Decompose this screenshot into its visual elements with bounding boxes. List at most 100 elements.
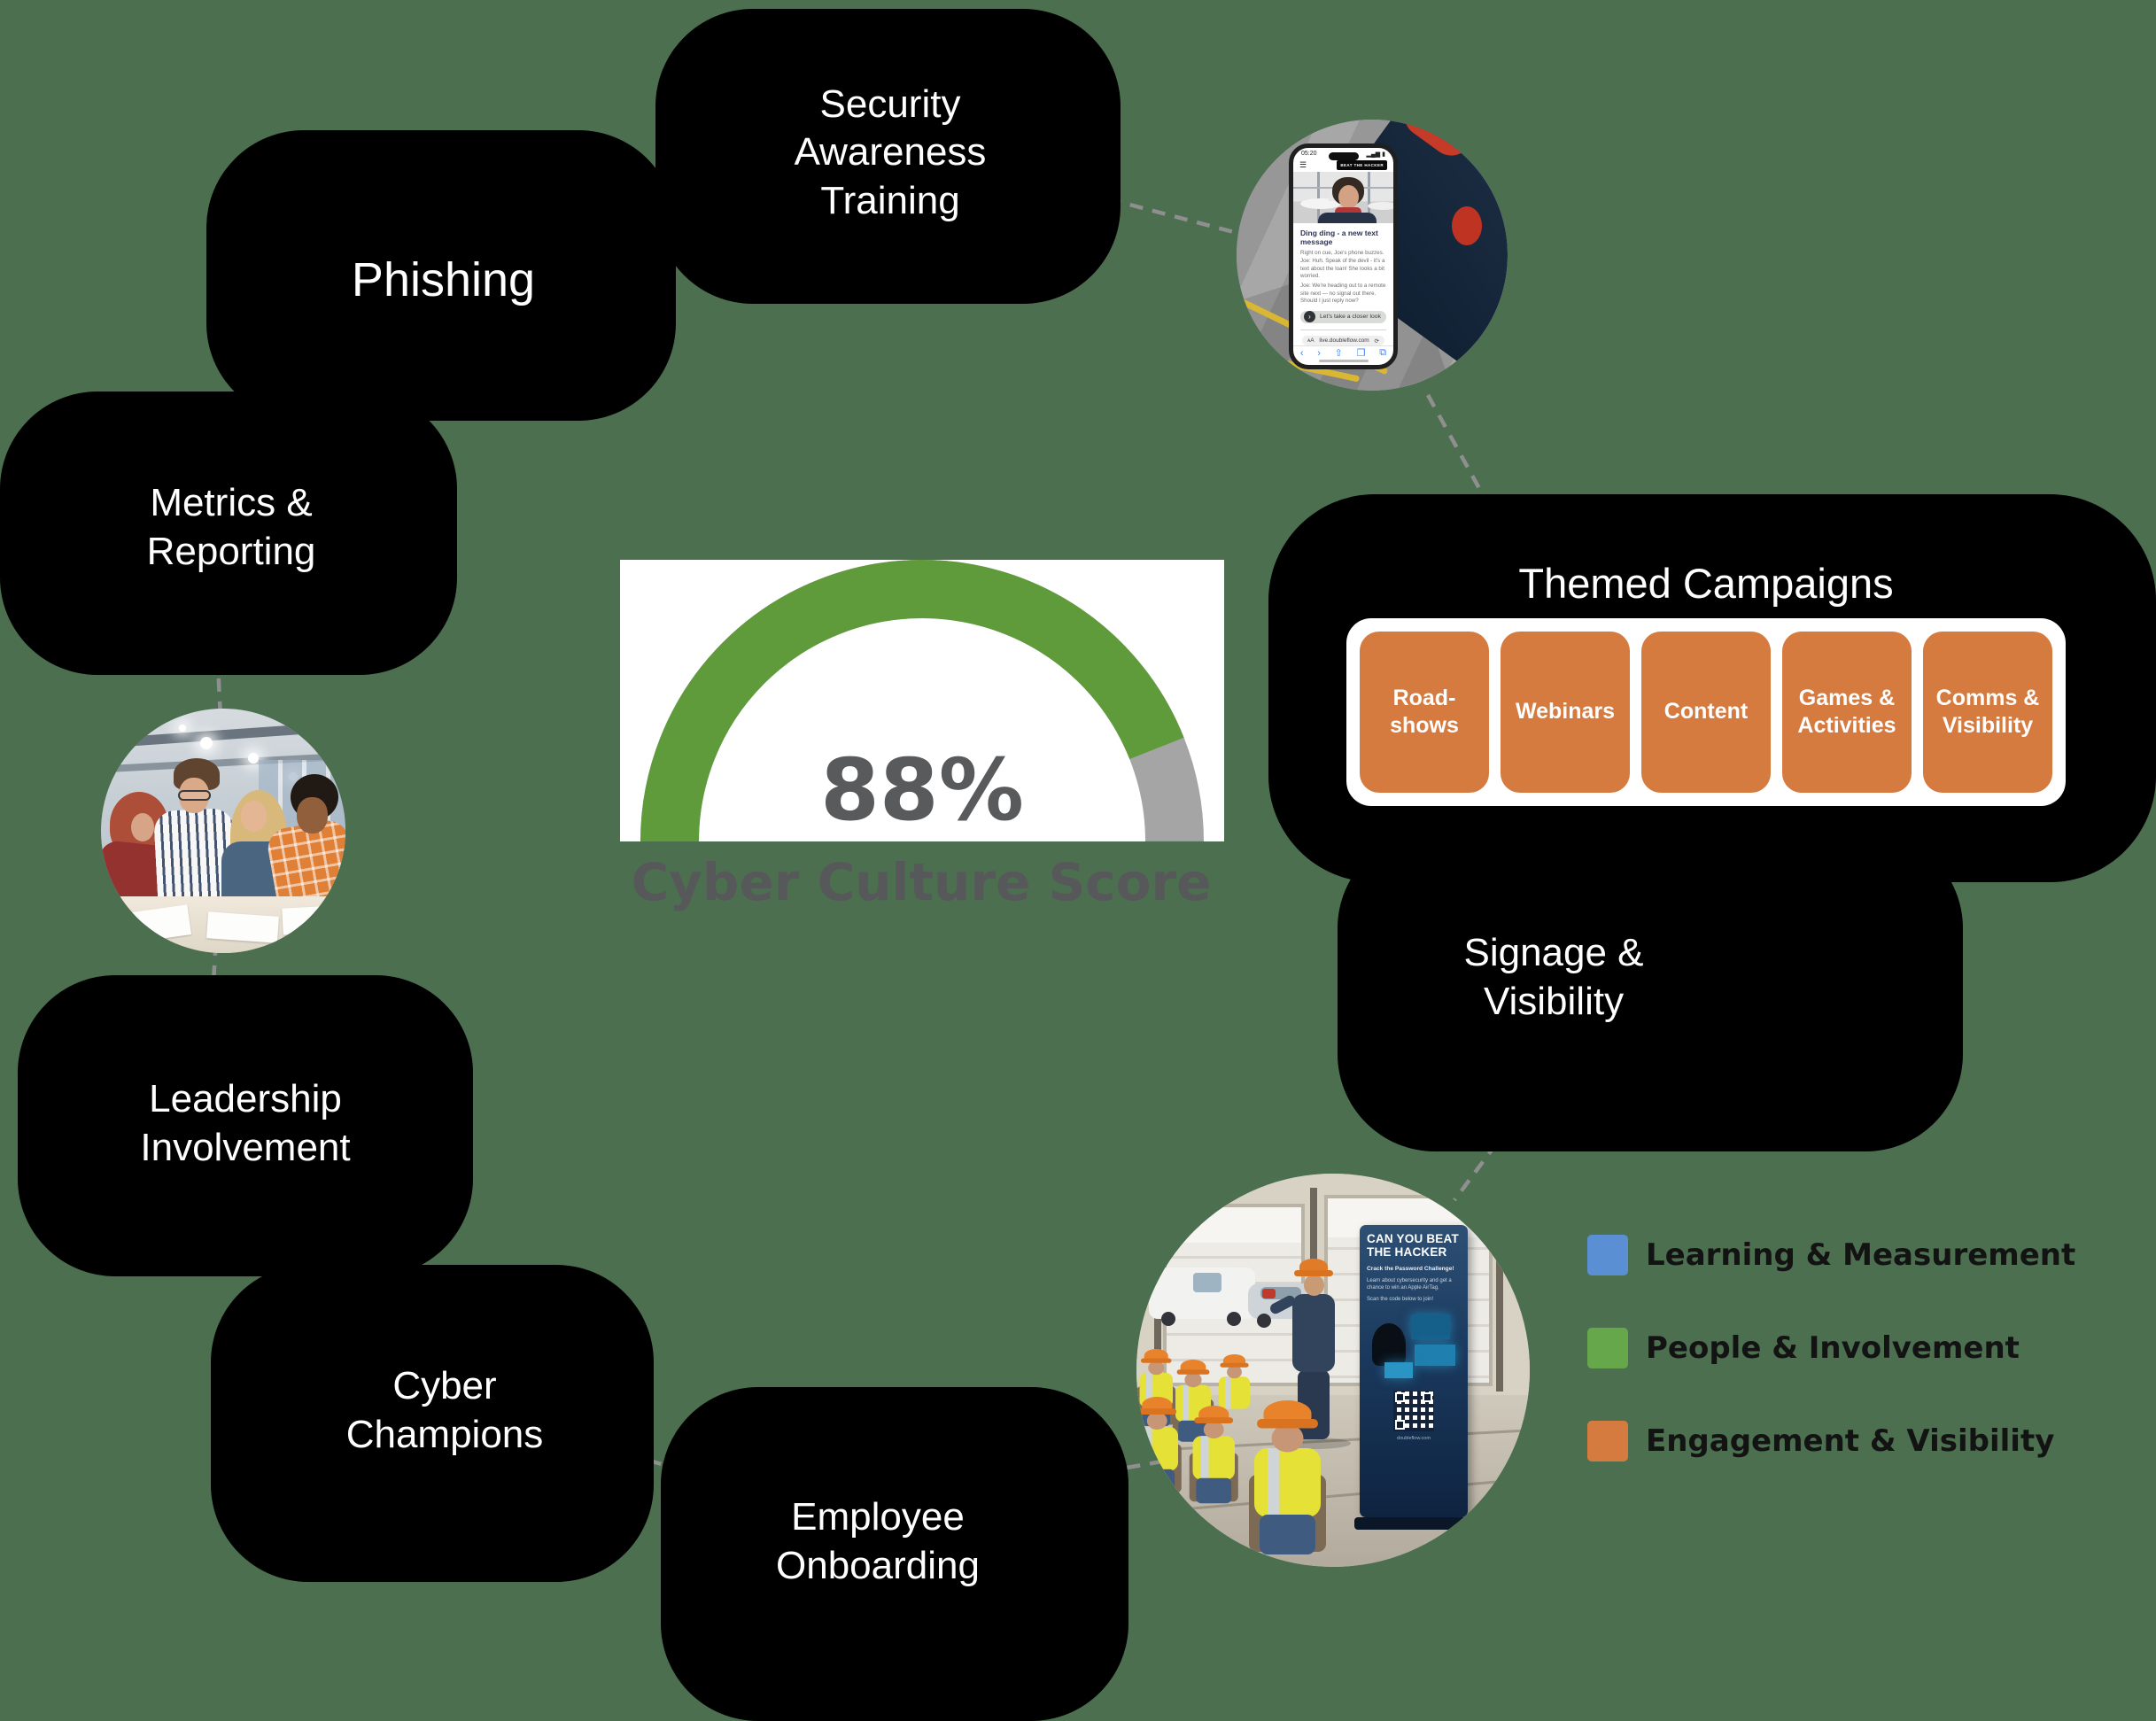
chevron-right-icon: › xyxy=(1304,311,1315,323)
tabs-icon[interactable]: ⧉ xyxy=(1379,347,1387,359)
gauge-arc xyxy=(640,560,1204,841)
hard-hat-brim xyxy=(1257,1419,1318,1429)
reload-icon: ⟳ xyxy=(1374,337,1379,345)
node-leadership-involvement: Leadership Involvement xyxy=(18,975,473,1276)
beat-the-hacker-banner: CAN YOU BEAT THE HACKER Crack the Passwo… xyxy=(1360,1225,1468,1517)
photo-phone-phishing-simulation: 05:20 ▂▄▆ ▮ ☰ BEAT THE HACKER Ding ding … xyxy=(1237,120,1508,391)
banner-subtitle: Crack the Password Challenge! xyxy=(1367,1266,1454,1273)
legend-swatch-green xyxy=(1587,1328,1628,1368)
person-2-glasses xyxy=(178,790,211,801)
paper-sheet xyxy=(282,905,337,935)
ceiling-light xyxy=(200,737,213,749)
monitor xyxy=(1411,1314,1450,1340)
worker-legs xyxy=(1139,1469,1175,1495)
seated-worker xyxy=(1213,1354,1256,1429)
hi-vis-vest xyxy=(1219,1376,1250,1409)
presenter-handheld xyxy=(1262,1289,1276,1299)
back-icon[interactable]: ‹ xyxy=(1299,347,1304,359)
themed-item-label: Comms & Visibility xyxy=(1935,685,2040,738)
phone-status-bar: 05:20 ▂▄▆ ▮ xyxy=(1293,148,1393,158)
person-1-face xyxy=(131,813,154,841)
legend-swatch-blue xyxy=(1587,1235,1628,1275)
phone-time: 05:20 xyxy=(1301,151,1317,157)
door-track xyxy=(1496,1186,1503,1392)
truck-window xyxy=(1193,1273,1221,1292)
qr-code xyxy=(1393,1391,1434,1432)
phone-toolbar: ☰ BEAT THE HACKER xyxy=(1293,158,1393,172)
legend-item-engagement-visibility: Engagement & Visibility xyxy=(1587,1421,2054,1461)
forward-icon[interactable]: › xyxy=(1317,347,1321,359)
closer-look-label: Let's take a closer look xyxy=(1320,314,1381,321)
phone-paragraph-1: Right on cue, Joe's phone buzzes. Joe: H… xyxy=(1300,250,1385,280)
hacker-hood-silhouette xyxy=(1372,1323,1406,1367)
node-label: Leadership Involvement xyxy=(140,1077,351,1169)
node-themed-campaigns: Themed Campaigns Road-shows Webinars Con… xyxy=(1268,494,2156,882)
bookmarks-icon[interactable]: ❒ xyxy=(1356,348,1366,360)
airplane-silhouette xyxy=(1368,202,1393,210)
banner-title: CAN YOU BEAT THE HACKER xyxy=(1367,1232,1459,1259)
node-label: Employee Onboarding xyxy=(776,1495,980,1587)
worker-head xyxy=(1148,1361,1165,1376)
hard-hat-brim xyxy=(1294,1270,1333,1276)
vest-stripe xyxy=(1201,1436,1209,1480)
woman-blazer xyxy=(1318,213,1377,224)
vest-stripe xyxy=(1183,1384,1190,1423)
node-metrics-reporting: Metrics & Reporting xyxy=(0,391,457,675)
node-label: Metrics & Reporting xyxy=(146,481,316,573)
node-label: Security Awareness Training xyxy=(794,81,987,222)
wheel xyxy=(1257,1314,1271,1328)
themed-item-webinars: Webinars xyxy=(1501,632,1630,793)
phone-notch xyxy=(1328,152,1359,160)
home-indicator xyxy=(1318,360,1369,362)
hi-vis-vest xyxy=(1136,1427,1178,1471)
wheel xyxy=(1227,1312,1241,1326)
phone-headline: Ding ding - a new text message xyxy=(1300,229,1378,247)
vest-stripe xyxy=(1144,1427,1152,1471)
node-label: Cyber Champions xyxy=(345,1364,544,1456)
worker-legs xyxy=(1196,1477,1232,1504)
themed-item-label: Games & Activities xyxy=(1797,685,1896,738)
browser-address-bar[interactable]: ᴀA live.doubleflow.com ⟳ xyxy=(1302,335,1384,346)
worker-head xyxy=(1203,1421,1224,1439)
banner-footer-url: doubleflow.com xyxy=(1397,1436,1431,1442)
legend-swatch-orange xyxy=(1587,1421,1628,1461)
beat-the-hacker-badge: BEAT THE HACKER xyxy=(1337,160,1387,170)
photo-team-collaboration xyxy=(101,709,345,953)
closer-look-button[interactable]: › Let's take a closer look xyxy=(1300,310,1386,323)
node-employee-onboarding: Employee Onboarding xyxy=(661,1387,1128,1721)
woman-face xyxy=(1338,185,1359,209)
phone-hero-photo xyxy=(1293,172,1393,224)
seated-worker xyxy=(1184,1406,1244,1507)
share-icon[interactable]: ⇧ xyxy=(1334,348,1343,360)
themed-item-label: Content xyxy=(1664,699,1749,725)
banner-scan-text: Scan the code below to join! xyxy=(1367,1297,1434,1303)
themed-item-content: Content xyxy=(1641,632,1771,793)
banner-stand xyxy=(1354,1517,1473,1530)
legend-item-learning-measurement: Learning & Measurement xyxy=(1587,1235,2075,1275)
legend-label: Engagement & Visibility xyxy=(1646,1423,2055,1459)
gauge-caption: Cyber Culture Score xyxy=(631,852,1212,912)
presenter-face xyxy=(1304,1275,1324,1296)
worker-head xyxy=(1271,1424,1304,1453)
menu-icon: ☰ xyxy=(1299,160,1307,169)
hacker-illustration xyxy=(1367,1307,1461,1384)
themed-item-games-activities: Games & Activities xyxy=(1782,632,1912,793)
worker-head xyxy=(1227,1365,1242,1379)
node-label: Signage & Visibility xyxy=(1463,931,1644,1023)
themed-item-roadshows: Road-shows xyxy=(1360,632,1489,793)
worker-legs xyxy=(1260,1515,1315,1554)
monitor xyxy=(1384,1362,1413,1379)
themed-item-comms-visibility: Comms & Visibility xyxy=(1923,632,2052,793)
cyber-culture-score-gauge: 88% xyxy=(620,560,1224,841)
wheel xyxy=(1161,1312,1175,1326)
divider xyxy=(1300,329,1386,330)
ceiling-light xyxy=(248,753,259,764)
person-2-face xyxy=(179,778,209,813)
vest-stripe xyxy=(1268,1448,1280,1517)
worker-head xyxy=(1146,1412,1167,1430)
battery-icon: ▮ xyxy=(1382,151,1385,158)
hard-hat-brim xyxy=(1194,1417,1234,1423)
themed-campaigns-title: Themed Campaigns xyxy=(1518,560,1894,607)
ceiling-light xyxy=(179,725,186,732)
hard-hat-brim xyxy=(1176,1369,1210,1375)
